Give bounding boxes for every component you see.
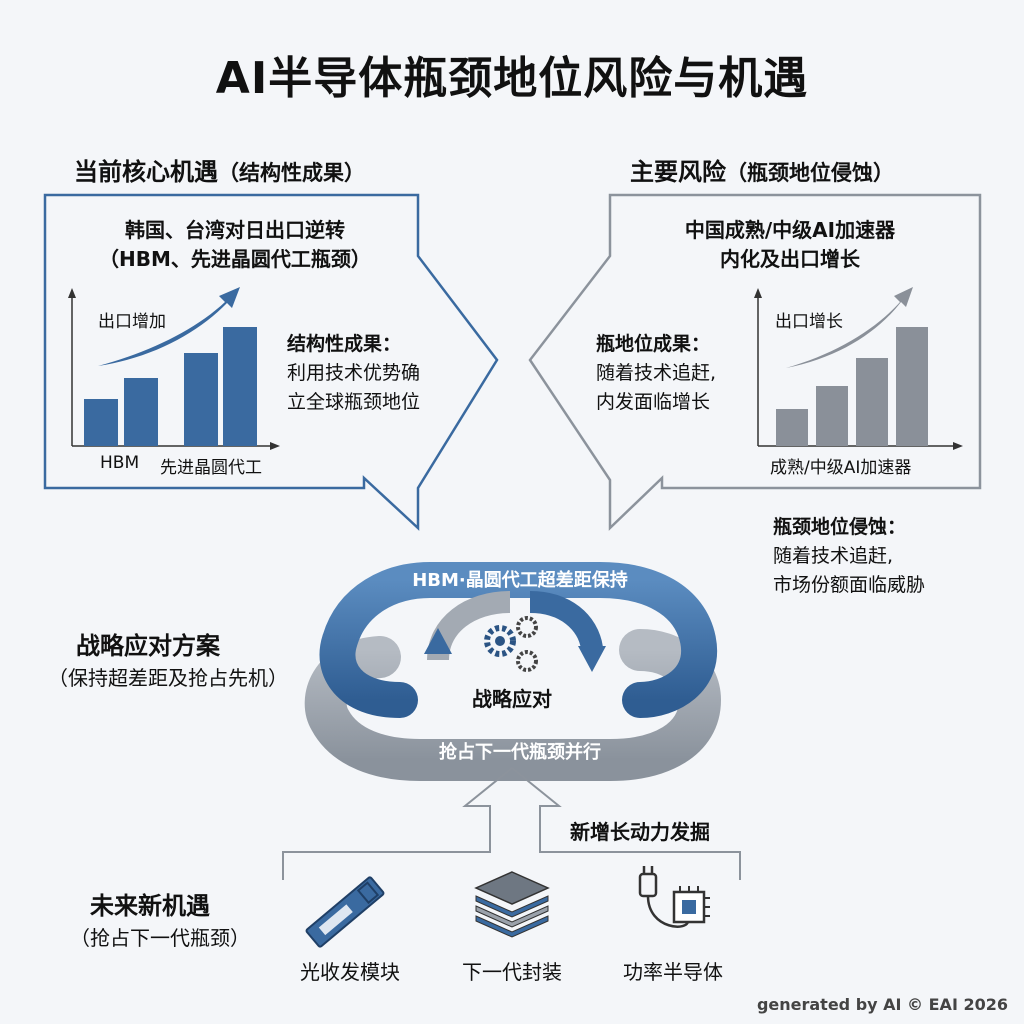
right-heading-main: 主要风险 — [630, 158, 726, 186]
right-outside-title: 瓶颈地位侵蚀： — [773, 516, 907, 538]
footer-credit: generated by AI © EAI 2026 — [756, 995, 1008, 1014]
left-note-line2: 立全球瓶颈地位 — [287, 391, 421, 413]
power-chip-icon — [638, 866, 710, 928]
package-stack-icon — [474, 871, 550, 938]
right-note: 瓶地位成果： 随着技术追赶, 内发面临增长 — [596, 330, 716, 417]
left-chart — [68, 287, 280, 450]
left-bar-1 — [84, 399, 118, 446]
right-trend-arrow — [786, 287, 913, 368]
strategy-center-label: 战略应对 — [472, 687, 552, 711]
right-note-line2: 内发面临增长 — [596, 391, 711, 413]
right-bar-4 — [896, 327, 928, 446]
right-bar-2 — [816, 386, 848, 446]
right-x-label: 成熟/中级AI加速器 — [770, 458, 912, 478]
growth-label: 新增长动力发掘 — [570, 820, 710, 844]
right-heading-sub: （瓶颈地位侵蚀） — [726, 161, 894, 185]
left-bar-2 — [124, 378, 158, 446]
left-x-label-2: 先进晶圆代工 — [160, 458, 262, 478]
right-chart — [754, 287, 963, 450]
left-heading-sub: （结构性成果） — [218, 161, 365, 185]
strategy-heading: 战略应对方案 — [76, 632, 220, 660]
page-title: AI半导体瓶颈地位风险与机遇 — [215, 53, 809, 104]
left-box-title-line1: 韩国、台湾对日出口逆转 — [125, 218, 345, 242]
right-outside-line2: 市场份额面临威胁 — [773, 574, 926, 596]
gears-icon — [484, 616, 538, 672]
right-note-line1: 随着技术追赶, — [596, 362, 717, 384]
right-chart-label: 出口增长 — [775, 312, 843, 332]
future-bracket — [282, 822, 491, 880]
left-bar-4 — [223, 327, 257, 446]
right-heading: 主要风险（瓶颈地位侵蚀） — [630, 152, 894, 187]
future-item-optical: 光收发模块 — [300, 960, 400, 984]
right-arrow-frame — [528, 193, 982, 531]
future-item-power: 功率半导体 — [623, 960, 723, 984]
left-note: 结构性成果： 利用技术优势确 立全球瓶颈地位 — [287, 330, 420, 417]
left-note-title: 结构性成果： — [287, 333, 402, 355]
right-box-title-line2: 内化及出口增长 — [720, 247, 860, 271]
left-arrow-frame — [43, 193, 499, 531]
future-item-package: 下一代封装 — [462, 960, 562, 984]
growth-up-arrow — [462, 766, 741, 880]
strategy-heading-sub: （保持超差距及抢占先机） — [48, 666, 288, 690]
right-box-title-line1: 中国成熟/中级AI加速器 — [684, 218, 896, 242]
loop-inner-gray-right — [529, 591, 603, 651]
left-chart-label: 出口增加 — [98, 312, 166, 332]
left-box-title-line2: （HBM、先进晶圆代工瓶颈） — [99, 247, 371, 271]
right-outside-note: 瓶颈地位侵蚀： 随着技术追赶, 市场份额面临威胁 — [773, 513, 925, 600]
left-heading: 当前核心机遇（结构性成果） — [74, 152, 365, 187]
future-heading: 未来新机遇 — [90, 892, 210, 920]
loop-arrow-down — [578, 646, 606, 672]
right-note-title: 瓶地位成果： — [596, 333, 711, 355]
loop-blue-band — [319, 562, 718, 718]
right-box-title: 中国成熟/中级AI加速器 内化及出口增长 — [620, 216, 960, 274]
left-bar-3 — [184, 353, 218, 446]
strategy-bottom-banner: 抢占下一代瓶颈并行 — [439, 742, 601, 763]
loop-arrow-up — [424, 628, 452, 654]
strategy-top-banner: HBM·晶圆代工超差距保持 — [412, 570, 628, 591]
left-box-title: 韩国、台湾对日出口逆转 （HBM、先进晶圆代工瓶颈） — [60, 216, 410, 274]
right-bar-1 — [776, 409, 808, 446]
left-x-label-1: HBM — [100, 453, 140, 473]
right-outside-line1: 随着技术追赶, — [773, 545, 894, 567]
left-heading-main: 当前核心机遇 — [74, 158, 218, 186]
left-note-line1: 利用技术优势确 — [287, 362, 421, 384]
optical-module-icon — [305, 876, 385, 948]
future-heading-sub: （抢占下一代瓶颈） — [70, 926, 250, 950]
left-trend-arrow — [98, 287, 240, 366]
strategy-loop — [304, 562, 722, 781]
right-bar-3 — [856, 358, 888, 446]
